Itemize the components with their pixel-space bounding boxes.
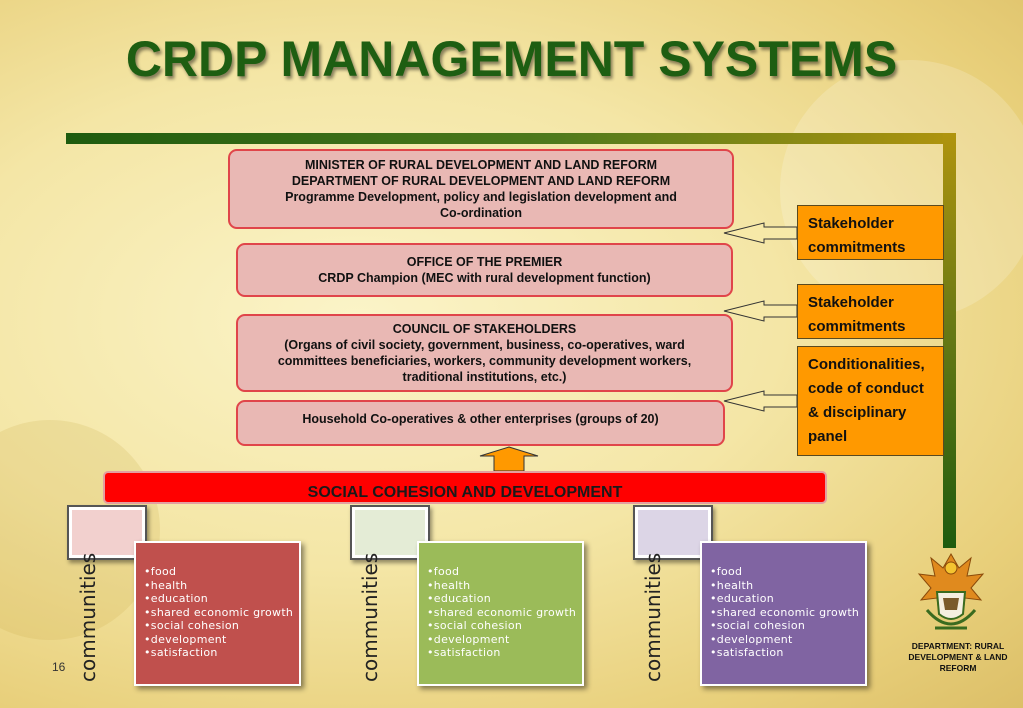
list-item: satisfaction bbox=[427, 646, 582, 660]
council-box: COUNCIL OF STAKEHOLDERS (Organs of civil… bbox=[236, 314, 733, 392]
list-item: satisfaction bbox=[144, 646, 299, 660]
list-item: development bbox=[144, 633, 299, 647]
programme-line: Programme Development, policy and legisl… bbox=[285, 190, 677, 204]
conditionalities-box: Conditionalities, code of conduct & disc… bbox=[797, 346, 944, 456]
community-tab-2 bbox=[350, 505, 430, 560]
council-line: committees beneficiaries, workers, commu… bbox=[277, 354, 692, 368]
community-card-3: food health education shared economic gr… bbox=[700, 541, 867, 686]
council-line: traditional institutions, etc.) bbox=[402, 370, 567, 384]
minister-line: MINISTER OF RURAL DEVELOPMENT AND LAND R… bbox=[304, 158, 658, 172]
department-line: DEVELOPMENT & LAND REFORM bbox=[908, 652, 1008, 673]
up-arrow bbox=[479, 446, 539, 472]
list-item: health bbox=[427, 579, 582, 593]
community-card-2: food health education shared economic gr… bbox=[417, 541, 584, 686]
list-item: food bbox=[427, 565, 582, 579]
council-title: COUNCIL OF STAKEHOLDERS bbox=[392, 322, 577, 336]
social-cohesion-bar: SOCIAL COHESION AND DEVELOPMENT bbox=[103, 471, 827, 504]
connector-arrows bbox=[723, 222, 798, 412]
side-box-line: commitments bbox=[808, 318, 906, 335]
page-title: CRDP MANAGEMENT SYSTEMS bbox=[125, 31, 898, 87]
list-item: shared economic growth bbox=[144, 606, 299, 620]
list-item: health bbox=[710, 579, 865, 593]
side-box-line: code of conduct bbox=[808, 380, 924, 397]
side-box-line: panel bbox=[808, 428, 848, 445]
side-box-line: Stakeholder bbox=[808, 294, 894, 311]
communities-label: communities bbox=[641, 552, 665, 682]
top-frame-bar bbox=[66, 133, 956, 144]
list-item: social cohesion bbox=[710, 619, 865, 633]
list-item: education bbox=[710, 592, 865, 606]
list-item: food bbox=[144, 565, 299, 579]
premier-box: OFFICE OF THE PREMIER CRDP Champion (MEC… bbox=[236, 243, 733, 297]
minister-box: MINISTER OF RURAL DEVELOPMENT AND LAND R… bbox=[228, 149, 734, 229]
list-item: food bbox=[710, 565, 865, 579]
background-decoration bbox=[780, 60, 1023, 320]
stakeholder-commitments-box: Stakeholder commitments bbox=[797, 205, 944, 260]
side-box-line: commitments bbox=[808, 239, 906, 256]
right-frame-bar bbox=[943, 133, 956, 548]
list-item: shared economic growth bbox=[427, 606, 582, 620]
department-line: DEPARTMENT: RURAL bbox=[911, 641, 1005, 651]
household-box: Household Co-operatives & other enterpri… bbox=[236, 400, 725, 446]
page-number: 16 bbox=[52, 660, 66, 674]
community-tab-1 bbox=[67, 505, 147, 560]
list-item: health bbox=[144, 579, 299, 593]
list-item: shared economic growth bbox=[710, 606, 865, 620]
communities-label: communities bbox=[358, 552, 382, 682]
coordination-line: Co-ordination bbox=[440, 206, 522, 220]
list-item: education bbox=[144, 592, 299, 606]
household-text: Household Co-operatives & other enterpri… bbox=[302, 412, 659, 426]
left-arrow-1 bbox=[723, 222, 798, 244]
side-box-line: & disciplinary bbox=[808, 404, 907, 421]
premier-subtitle: CRDP Champion (MEC with rural developmen… bbox=[318, 271, 651, 285]
department-line: DEPARTMENT OF RURAL DEVELOPMENT AND LAND… bbox=[291, 174, 671, 188]
left-arrow-3 bbox=[723, 390, 798, 412]
list-item: satisfaction bbox=[710, 646, 865, 660]
side-box-line: Conditionalities, bbox=[808, 356, 925, 373]
department-label: DEPARTMENT: RURAL DEVELOPMENT & LAND REF… bbox=[893, 641, 1023, 674]
list-item: social cohesion bbox=[144, 619, 299, 633]
coat-of-arms-logo bbox=[917, 552, 985, 630]
list-item: development bbox=[710, 633, 865, 647]
community-tab-3 bbox=[633, 505, 713, 560]
council-line: (Organs of civil society, government, bu… bbox=[284, 338, 685, 352]
side-box-line: Stakeholder bbox=[808, 215, 894, 232]
list-item: development bbox=[427, 633, 582, 647]
premier-title: OFFICE OF THE PREMIER bbox=[406, 255, 563, 269]
list-item: education bbox=[427, 592, 582, 606]
list-item: social cohesion bbox=[427, 619, 582, 633]
community-card-1: food health education shared economic gr… bbox=[134, 541, 301, 686]
left-arrow-2 bbox=[723, 300, 798, 322]
communities-label: communities bbox=[76, 552, 100, 682]
stakeholder-commitments-box: Stakeholder commitments bbox=[797, 284, 944, 339]
